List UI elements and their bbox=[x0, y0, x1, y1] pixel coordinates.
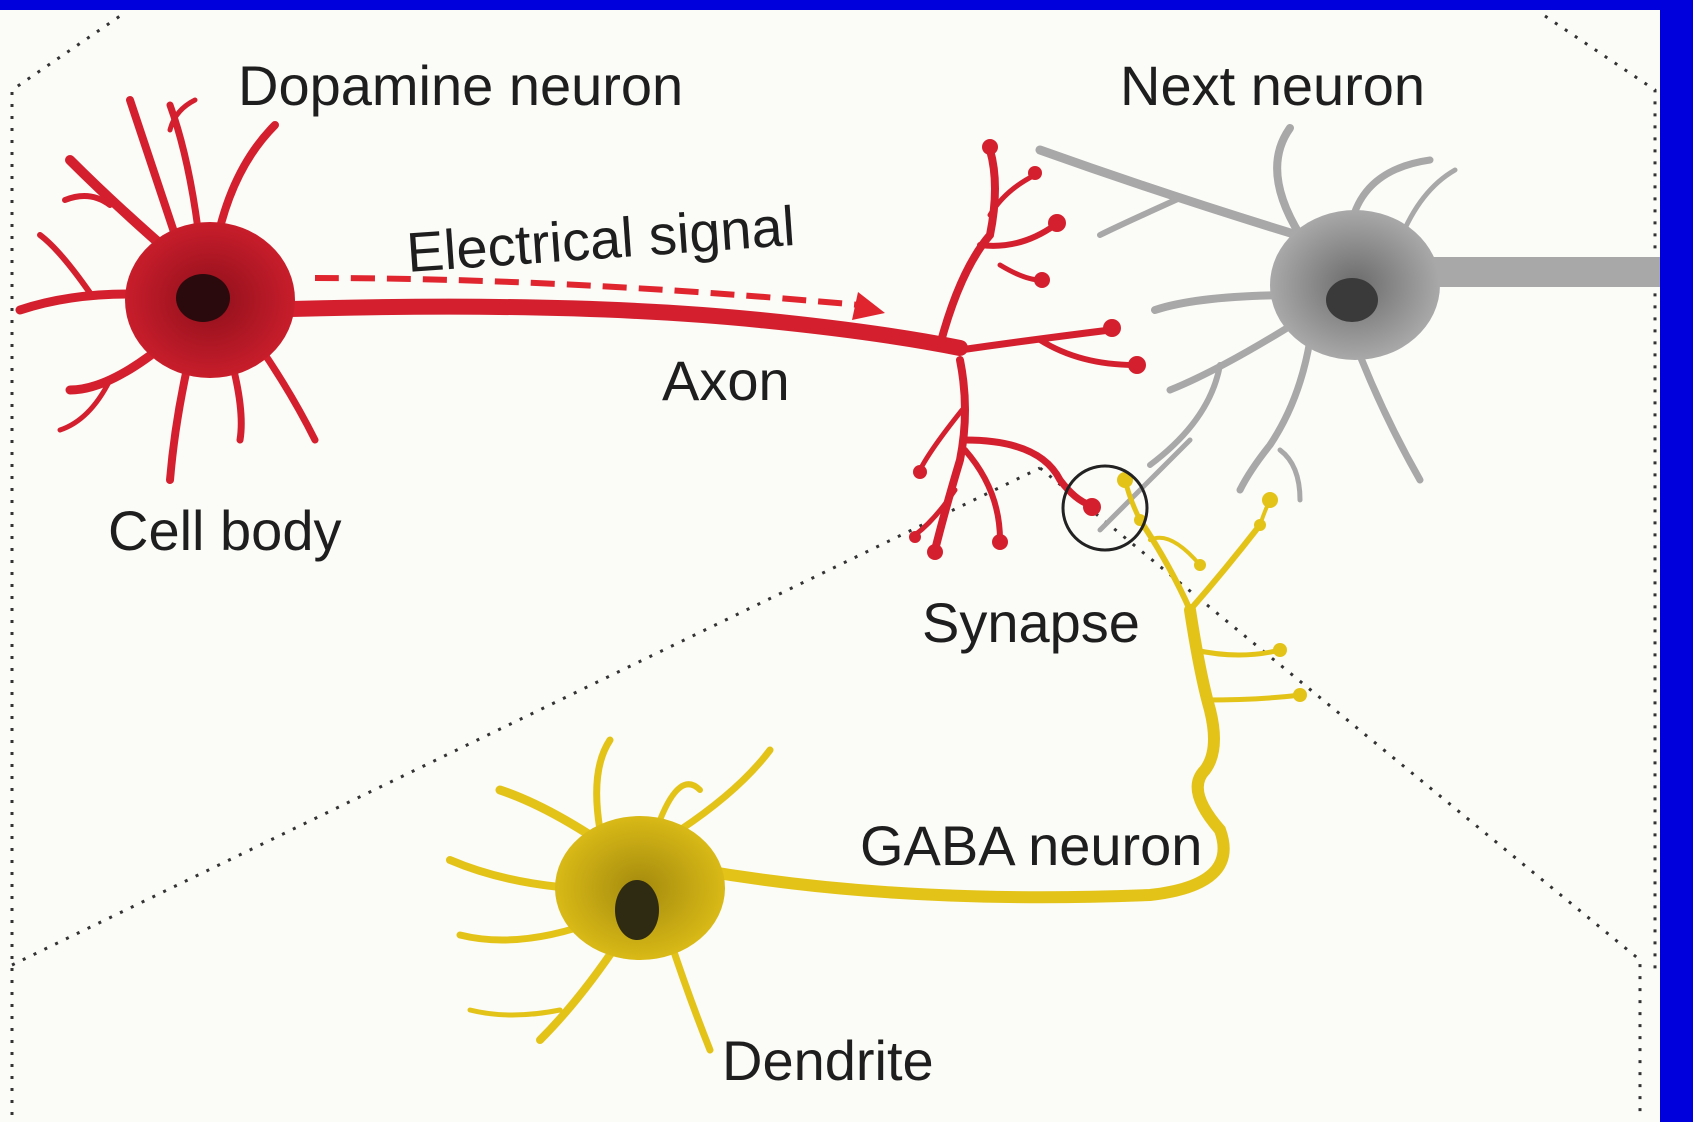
label-electrical-signal: Electrical signal bbox=[404, 194, 796, 284]
next-neuron bbox=[1040, 128, 1660, 530]
dotted-outline-right bbox=[1545, 16, 1655, 970]
gaba-neuron-dendrite bbox=[597, 740, 610, 830]
next-neuron-dendrite bbox=[1100, 198, 1180, 235]
axon-terminal-branch bbox=[935, 360, 965, 550]
slide-border-right bbox=[1660, 0, 1693, 1122]
gaba-neuron-dendrite bbox=[540, 940, 620, 1040]
label-axon: Axon bbox=[662, 349, 790, 412]
next-neuron-dendrite bbox=[1240, 340, 1310, 490]
gaba-neuron-dendrite bbox=[670, 940, 710, 1050]
dotted-outline bbox=[12, 16, 1655, 1115]
dopamine-neuron-dendrite bbox=[40, 235, 90, 293]
label-next-neuron: Next neuron bbox=[1120, 54, 1425, 117]
diagram-panel: Dopamine neuron Next neuron Electrical s… bbox=[0, 10, 1660, 1122]
gaba-neuron-dendrite bbox=[680, 750, 770, 830]
next-neuron-dendrite bbox=[1040, 150, 1330, 245]
dotted-outline-top bbox=[12, 16, 120, 1115]
gaba-neuron-dendrite bbox=[470, 1010, 560, 1015]
axon-terminal-branch bbox=[960, 330, 1110, 350]
axon-terminal-branch bbox=[1040, 340, 1135, 365]
gaba-neuron-terminal bbox=[1140, 520, 1190, 610]
gaba-neuron-dendrite bbox=[660, 784, 700, 820]
next-neuron-dendrite bbox=[1280, 450, 1300, 500]
next-neuron-dendrite bbox=[1277, 128, 1300, 235]
dopamine-neuron-nucleus bbox=[176, 274, 230, 322]
next-neuron-nucleus bbox=[1326, 278, 1378, 322]
label-dopamine-neuron: Dopamine neuron bbox=[238, 54, 683, 117]
gaba-neuron-nucleus bbox=[615, 880, 659, 940]
gaba-neuron-terminal bbox=[1195, 650, 1280, 655]
dotted-outline-diagonal-right bbox=[1040, 468, 1640, 1115]
signal-arrowhead bbox=[852, 292, 885, 320]
gaba-neuron bbox=[450, 472, 1307, 1050]
neuron-diagram: Dopamine neuron Next neuron Electrical s… bbox=[0, 10, 1660, 1122]
gaba-neuron-terminal bbox=[1205, 695, 1300, 700]
label-cell-body: Cell body bbox=[108, 499, 341, 562]
next-neuron-dendrite bbox=[1170, 320, 1300, 390]
label-gaba-neuron: GABA neuron bbox=[860, 814, 1202, 877]
axon-terminal-branch bbox=[1000, 265, 1040, 280]
dopamine-neuron bbox=[20, 100, 1146, 560]
label-synapse: Synapse bbox=[922, 591, 1140, 654]
label-dendrite: Dendrite bbox=[722, 1029, 934, 1092]
axon-terminal-branch bbox=[965, 450, 1000, 540]
